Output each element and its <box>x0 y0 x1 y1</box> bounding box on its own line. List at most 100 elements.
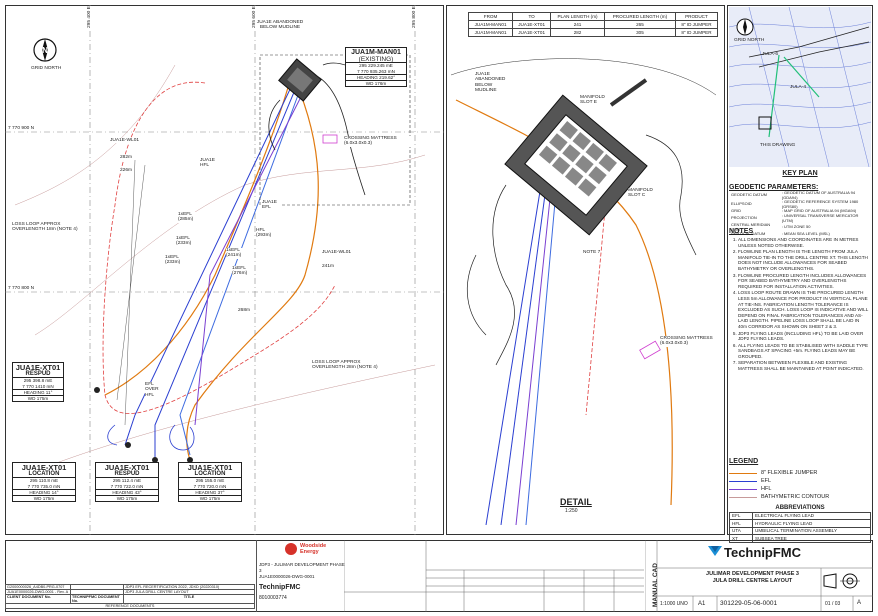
client-block: Woodside Energy JDP3 - JULIMAR DEVELOPME… <box>256 540 345 612</box>
key-plan-label: JULA-4 <box>790 85 806 90</box>
abbr-value: UMBILICAL TERMINATION ASSEMBLY <box>752 526 871 535</box>
efl-label: JUA1E EFL <box>262 200 280 211</box>
key-plan-title: KEY PLAN <box>782 170 818 177</box>
well-title: JUA1E-XT01 <box>15 363 61 372</box>
well-title: JUA1E-XT01 <box>187 463 233 472</box>
project-name: JDP3 - JULIMAR DEVELOPMENT PHASE 3 <box>259 562 345 573</box>
manifold-line: WD 176m <box>365 81 387 87</box>
geodetic-key: CENTRAL MERIDIAN UTM <box>731 222 771 232</box>
geodetic-row: ELLIPSOID : GEODETIC REFERENCE SYSTEM 198… <box>729 199 871 209</box>
geodetic-value: : MAP GRID OF AUSTRALIA 94 (MGA94) <box>781 208 857 214</box>
legend-swatch <box>729 472 757 474</box>
note-item: FLOWLINE PLAN LENGTH IS THE LENGTH FROM … <box>738 249 869 271</box>
well-line: WD 175m <box>116 496 138 502</box>
ref-col-header: CLIENT DOCUMENT No. <box>5 594 71 604</box>
well-line: HEADING 37° <box>179 490 241 497</box>
geodetic-row: GEODETIC DATUM: GEODETIC DATUM OF AUSTRA… <box>729 190 871 200</box>
note-item: SEPARATION BETWEEN FLEXIBLE AND EXISTING… <box>738 360 869 371</box>
grid-label-left-1: 7 770 900 N <box>8 126 35 132</box>
well-line: 295 110.8 mE <box>29 478 59 484</box>
scale-value: 1:1000 UNO <box>660 601 688 607</box>
abbr-value: SUBSEA TREE <box>752 534 871 543</box>
geodetic-value: : UNIVERSAL TRANSVERSE MERCATOR (UTM) <box>781 212 859 223</box>
reference-docs-table: G2000000026_A4DB0-PRG-0707 JDP3 EFL RECE… <box>5 584 255 609</box>
note-item: FLOWLINE PROCURED LENGTH INCLUDES ALLOWA… <box>738 273 869 290</box>
table-cell: JUA1M-MAN01 <box>467 20 514 29</box>
dim-241: 1xEFL (241m) <box>226 248 246 259</box>
well-line: HEADING 43° <box>96 490 158 497</box>
notes-section: NOTES ALL DIMENSIONS AND COORDINATES ARE… <box>729 228 869 373</box>
legend-label: BATHYMETRIC CONTOUR <box>761 493 830 500</box>
key-plan-label: THIS DRAWING <box>760 143 796 148</box>
revision-grid <box>344 540 644 612</box>
hfl-label: JUA1E HFL <box>200 158 218 169</box>
geodetic-row: VERTICAL DATUM: MEAN SEA LEVEL (MSL) <box>729 232 871 237</box>
abbr-key: UTA <box>729 526 753 535</box>
geodetic-key: GRID <box>731 208 741 214</box>
note-item: ALL FLYING LEADS TO BE STABILISED WITH S… <box>738 343 869 360</box>
geodetic-value: : GEODETIC REFERENCE SYSTEM 1980 (GRS80) <box>781 199 859 209</box>
geodetic-section: GEODETIC PARAMETERS: GEODETIC DATUM: GEO… <box>729 184 871 237</box>
contract-no: 8010003774 <box>259 595 287 601</box>
key-plan-north-icon <box>736 18 754 36</box>
table-cell: JUA1E-XT01 <box>512 20 552 29</box>
technipfmc-logo: TechnipFMC <box>708 545 801 560</box>
table-cell: 265 <box>603 20 676 29</box>
dim-276: 1xEFL (276m) <box>232 266 252 277</box>
length-table-header: FROM TO PLAN LENGTH (m) PROCURED LENGTH … <box>467 12 719 21</box>
technipfmc-logo-icon <box>708 545 722 556</box>
dim-226: 226m <box>120 168 132 174</box>
geodetic-key: GEODETIC DATUM <box>731 192 767 198</box>
well-line: WD 175m <box>27 396 49 402</box>
well-box-respud-1: JUA1E-XT01 RESPUD 295 398.8 mE 7 770 141… <box>12 362 64 403</box>
geodetic-table: GEODETIC DATUM: GEODETIC DATUM OF AUSTRA… <box>729 190 871 237</box>
geodetic-key: ELLIPSOID <box>731 201 752 207</box>
ref-col-header: TECHNIPFMC DOCUMENT No. <box>70 594 124 604</box>
revision-value: A <box>857 600 862 606</box>
legend-item: 8" FLEXIBLE JUMPER <box>729 469 871 477</box>
wl01-label: JUA1E-WL01 <box>110 138 140 144</box>
geodetic-key: PROJECTION <box>731 215 757 221</box>
abbr-key: EFL <box>729 511 753 520</box>
well-line: 7 770 1410 mN <box>13 384 63 390</box>
main-plan-frame <box>5 5 444 535</box>
drawing-title: JULIMAR DEVELOPMENT PHASE 3 JULA DRILL C… <box>706 571 799 584</box>
woodside-logo-icon <box>285 543 297 555</box>
loss-loop-label: LOSS LOOP APPROX OVERLENGTH 18m (NOTE 4) <box>12 222 87 233</box>
well-box-location-1: JUA1E-XT01 LOCATION 295 110.8 mE 7 770 7… <box>12 462 76 503</box>
legend-label: 8" FLEXIBLE JUMPER <box>761 469 818 476</box>
detail-scale: 1:250 <box>565 508 578 514</box>
table-cell: JUA1M-MAN01 <box>467 28 514 37</box>
dim-282: 282m <box>120 155 132 161</box>
well-line: 295 398.8 mE <box>23 378 53 384</box>
ref-row: G2000000026_A4DB0-PRG-0707 JDP3 EFL RECE… <box>5 584 255 590</box>
well-sub: LOCATION <box>13 471 75 479</box>
legend-swatch <box>729 480 757 482</box>
table-header: TO <box>512 12 552 21</box>
ref-footer-row: REFERENCE DOCUMENTS <box>5 603 255 609</box>
detail-slot-e: MANIFOLD SLOT E <box>580 95 610 106</box>
sheet-number: 01 / 03 <box>825 601 841 607</box>
ref-cell: G2000000026_A4DB0-PRG-0707 <box>5 584 71 590</box>
detail-drawing <box>450 58 717 525</box>
geodetic-key: VERTICAL DATUM <box>731 231 766 237</box>
abbr-key: HFL <box>729 519 753 528</box>
detail-abandoned: JUA1E ABANDONED BELOW MUDLINE <box>475 72 515 94</box>
well-box-location-2: JUA1E-XT01 LOCATION 295 155.0 mE 7 770 7… <box>178 462 242 503</box>
well-line: WD 175m <box>33 496 55 502</box>
detail-crossing: CROSSING MATTRESS (6.0x3.0x0.3) <box>660 336 715 347</box>
ref-col-header: TITLE <box>123 594 255 604</box>
dim-241b: 241m <box>322 264 334 270</box>
manifold-info-box: JUA1M-MAN01 (EXISTING) 295 229.245 mE 7 … <box>345 47 407 88</box>
client-doc-no: JUA1E0000026-DWG-0001 <box>259 574 315 579</box>
geodetic-row: CENTRAL MERIDIAN UTM: UTM ZONE 50 <box>729 222 871 232</box>
well-title: JUA1E-XT01 <box>104 463 150 472</box>
well-line: WD 175m <box>199 496 221 502</box>
detail-title: DETAIL <box>560 497 592 507</box>
dim-233b: 1xEFL (233m) <box>165 255 185 266</box>
table-header: PRODUCT <box>674 12 719 21</box>
manifold-line: 7 770 935.263 mN <box>346 69 406 75</box>
well-title: JUA1E-XT01 <box>21 463 67 472</box>
